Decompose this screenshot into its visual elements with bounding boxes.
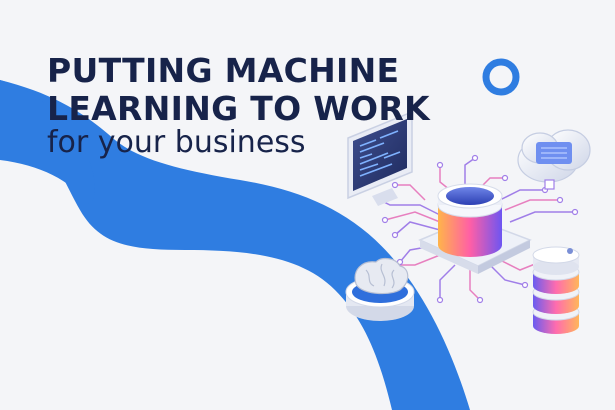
monitor-icon — [347, 110, 413, 206]
chip-icon — [418, 183, 532, 274]
blue-wave — [0, 80, 470, 410]
blue-wave-left — [0, 80, 95, 205]
brain-icon — [345, 257, 415, 321]
ring-icon — [482, 58, 520, 96]
circuit-traces — [379, 157, 575, 301]
page-subtitle: for your business — [47, 125, 306, 160]
database-icon — [532, 246, 580, 334]
page-title: PUTTING MACHINE LEARNING TO WORK — [47, 52, 430, 128]
cloud-icon — [517, 129, 591, 190]
title-line-1: PUTTING MACHINE — [47, 51, 400, 90]
title-line-2: LEARNING TO WORK — [47, 89, 430, 128]
